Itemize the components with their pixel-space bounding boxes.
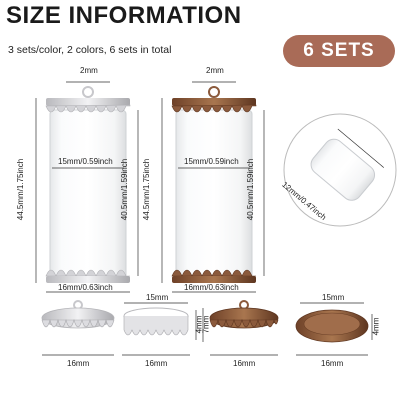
silver-cap-crown-width-label: 16mm bbox=[145, 359, 168, 368]
silver-loop-width-label: 2mm bbox=[80, 66, 98, 75]
silver-cap-crown bbox=[122, 302, 197, 356]
bronze-cap-top bbox=[202, 300, 279, 356]
bronze-vial bbox=[161, 81, 265, 293]
silver-height-inner-label: 40.5mm/1.59inch bbox=[120, 158, 130, 221]
bronze-cap-dish-width-label: 16mm bbox=[321, 359, 344, 368]
silver-cap-crown-inner-label: 15mm bbox=[146, 293, 169, 302]
bronze-height-inner-label: 40.5mm/1.59inch bbox=[246, 158, 256, 221]
bronze-bottom-cap bbox=[172, 276, 256, 283]
page-subtitle: 3 sets/color, 2 colors, 6 sets in total bbox=[8, 44, 172, 56]
bronze-loop bbox=[208, 86, 220, 98]
bronze-tube bbox=[175, 109, 253, 281]
bronze-diameter-outer-label: 16mm/0.63inch bbox=[184, 283, 239, 292]
silver-top-cap bbox=[46, 98, 130, 106]
silver-vial bbox=[35, 81, 139, 293]
bronze-cap-top-width-label: 16mm bbox=[233, 359, 256, 368]
bronze-cap-dish-inner-label: 15mm bbox=[322, 293, 345, 302]
silver-tube bbox=[49, 109, 127, 281]
bronze-diameter-inner-label: 15mm/0.59inch bbox=[184, 157, 239, 166]
sets-badge: 6 SETS bbox=[283, 35, 395, 67]
silver-diameter-outer-label: 16mm/0.63inch bbox=[58, 283, 113, 292]
bronze-cap-dish bbox=[295, 302, 373, 356]
silver-height-outer-label: 44.5mm/1.75inch bbox=[16, 158, 26, 221]
silver-diameter-inner-label: 15mm/0.59inch bbox=[58, 157, 113, 166]
silver-bottom-cap bbox=[46, 276, 130, 283]
bronze-loop-width-label: 2mm bbox=[206, 66, 224, 75]
bronze-height-outer-label: 44.5mm/1.75inch bbox=[142, 158, 152, 221]
page-title: SIZE INFORMATION bbox=[6, 2, 242, 29]
silver-cap-top-width-label: 16mm bbox=[67, 359, 90, 368]
bronze-cap-dish-height-label: 4mm bbox=[371, 317, 381, 336]
silver-cap-top bbox=[41, 300, 115, 356]
tube-detail-inset bbox=[283, 113, 397, 227]
bronze-top-cap bbox=[172, 98, 256, 106]
silver-loop bbox=[82, 86, 94, 98]
bronze-cap-top-height-label: 7mm bbox=[201, 315, 211, 334]
caps-row bbox=[41, 300, 373, 356]
